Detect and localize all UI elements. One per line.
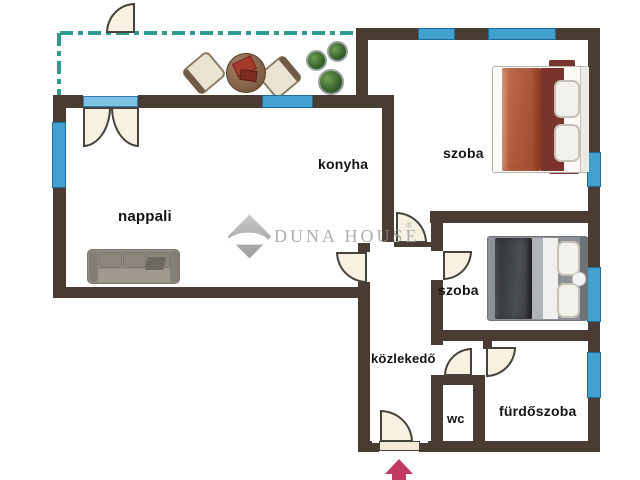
terrace-boundary-dashed-line	[60, 31, 356, 35]
wall	[431, 375, 443, 452]
sofa	[87, 249, 180, 284]
room-label-szoba-middle: szoba	[438, 282, 479, 298]
pillow	[557, 283, 580, 318]
window	[262, 95, 313, 108]
plant	[318, 69, 344, 95]
wall	[70, 95, 83, 108]
window	[52, 122, 66, 188]
wall	[431, 211, 443, 251]
plant	[327, 41, 348, 62]
entrance-arrow-icon	[385, 459, 413, 474]
wall	[483, 341, 492, 349]
armchair	[180, 49, 228, 97]
bed-blanket	[532, 238, 543, 319]
door-jamb	[419, 443, 428, 452]
pillow	[557, 241, 580, 276]
terrace-door-swing	[106, 3, 135, 33]
french-door-right-swing	[111, 107, 139, 147]
bed-sheet	[543, 238, 558, 319]
bedroom-door-swing	[443, 251, 472, 280]
wc-door-swing	[444, 348, 472, 376]
wall	[358, 282, 370, 452]
wall	[382, 95, 394, 242]
sofa-seat	[98, 269, 170, 282]
wall	[356, 28, 418, 40]
wall	[473, 375, 485, 452]
books	[239, 68, 258, 83]
wall	[431, 280, 443, 345]
wall	[313, 95, 394, 108]
registered-trademark-icon: ®	[406, 221, 412, 230]
room-label-konyha: konyha	[318, 156, 369, 172]
bed-headboard	[580, 67, 589, 172]
wall	[358, 441, 372, 452]
wall	[455, 28, 488, 40]
sofa-cushion	[99, 252, 122, 268]
french-door-window	[83, 96, 138, 107]
plant	[306, 50, 327, 71]
wall	[151, 95, 262, 108]
window	[418, 28, 455, 40]
wall	[588, 28, 600, 452]
window	[587, 152, 601, 187]
wall	[138, 95, 151, 108]
sofa-throw-blanket	[144, 257, 167, 270]
room-label-szoba-top: szoba	[443, 145, 484, 161]
sofa-cushion	[123, 252, 146, 268]
bathroom-door-swing	[486, 347, 516, 377]
door-threshold	[394, 242, 431, 247]
sofa-armrest	[89, 251, 98, 282]
wall	[431, 375, 474, 385]
pillow	[572, 272, 586, 286]
wall	[430, 211, 600, 223]
wall	[53, 287, 370, 298]
pillow	[554, 124, 580, 162]
window	[488, 28, 556, 40]
entrance-arrow-icon	[392, 473, 406, 480]
entrance-door-leaf	[379, 441, 420, 451]
terrace-boundary-dashed-line	[57, 33, 61, 95]
duna-house-logo-icon	[227, 214, 272, 259]
double-bed	[492, 66, 589, 173]
french-door-left-swing	[83, 107, 111, 147]
room-label-nappali: nappali	[118, 208, 172, 225]
window	[587, 352, 601, 398]
logo-swoosh-icon	[227, 232, 271, 245]
sofa-armrest	[170, 251, 179, 282]
room-label-wc: wc	[447, 411, 465, 426]
bed-blanket	[502, 68, 541, 171]
pillow	[554, 80, 580, 118]
room-label-kozlekedo: közlekedő	[371, 351, 436, 366]
wall	[358, 243, 370, 252]
room-label-furdoszoba: fürdőszoba	[499, 403, 577, 419]
wall	[431, 330, 600, 341]
watermark: Duna House ®	[227, 214, 417, 259]
watermark-brand-text: Duna House	[274, 226, 420, 246]
wall	[356, 28, 368, 108]
window	[587, 267, 601, 322]
bed-blanket	[495, 238, 532, 319]
wall	[428, 441, 600, 452]
entrance-door-swing	[380, 410, 413, 442]
double-bed	[487, 236, 588, 321]
door-jamb	[370, 443, 379, 452]
